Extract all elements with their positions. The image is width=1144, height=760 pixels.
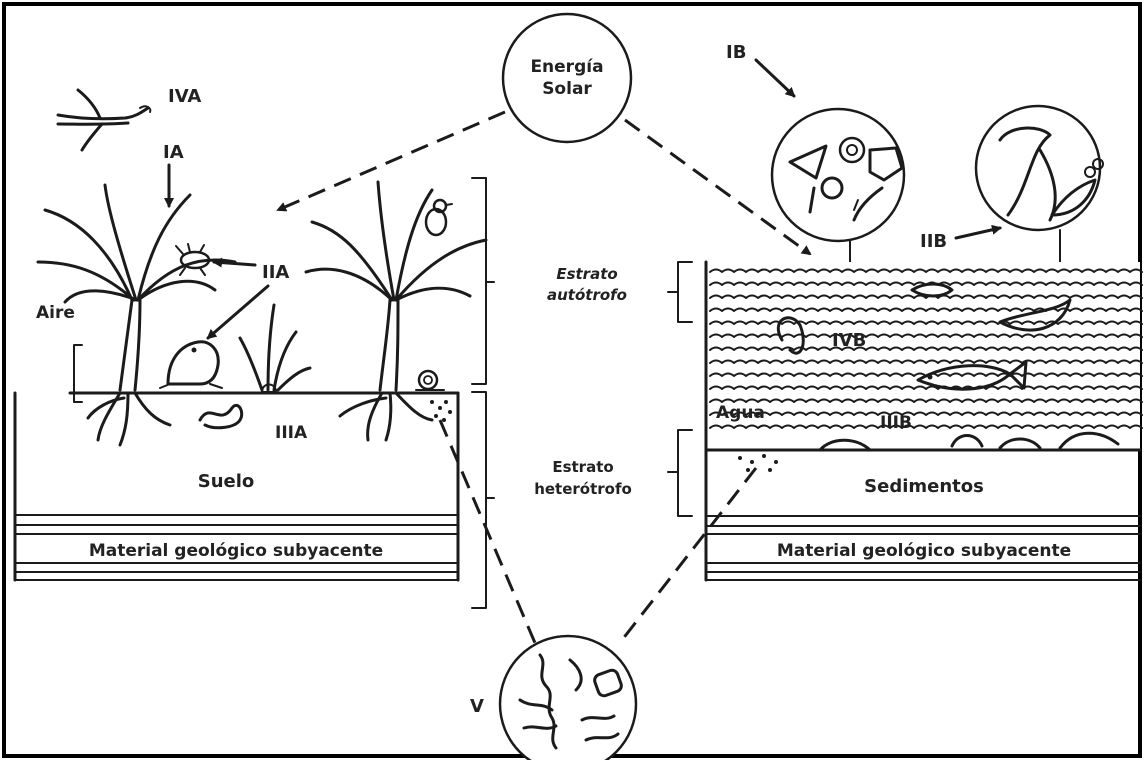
label-material-left: Material geológico subyacente (89, 541, 383, 561)
label-material-right: Material geológico subyacente (777, 541, 1071, 561)
iia-arrow-frog (208, 286, 268, 338)
strata-brackets (472, 178, 692, 608)
label-heterotrofo-line1: Estrato (552, 458, 613, 476)
label-autotrofo-line2: autótrofo (547, 286, 627, 304)
decomposer-circle (500, 636, 636, 760)
label-suelo: Suelo (198, 471, 255, 492)
small-bird-icon (426, 200, 452, 235)
iib-arrow (956, 228, 1000, 238)
solar-energy-label-line1: Energía (530, 57, 603, 77)
label-iiia: IIIA (275, 423, 308, 443)
bird-icon (58, 90, 150, 150)
sediment-microbe-dots (738, 454, 778, 472)
macrophyte-circle (976, 106, 1103, 230)
iia-arrow-insect (214, 262, 255, 265)
label-v: V (470, 696, 484, 717)
label-iib: IIB (920, 231, 947, 252)
label-sedimentos: Sedimentos (864, 476, 984, 497)
snail-icon (416, 371, 444, 390)
label-ivb: IVB (832, 330, 866, 351)
solar-energy-circle: Energía Solar (503, 14, 631, 142)
label-iiib: IIIB (880, 413, 912, 433)
ib-arrow (756, 60, 794, 96)
solar-energy-label-line2: Solar (542, 79, 592, 99)
aquatic-panel: IB IIB (706, 42, 1142, 580)
label-ib: IB (726, 42, 746, 63)
label-iva: IVA (168, 86, 201, 107)
worm-icon (200, 405, 242, 427)
label-aire: Aire (36, 303, 75, 323)
label-autotrofo-line1: Estrato (556, 265, 617, 283)
label-heterotrofo-line2: heterótrofo (534, 480, 632, 498)
roots (88, 393, 432, 445)
label-iia: IIA (262, 262, 289, 283)
terrestrial-panel: IVA IA IIA Aire (15, 86, 486, 580)
grass-tuft (240, 305, 310, 392)
plant-left (38, 185, 235, 390)
phytoplankton-circle (772, 109, 904, 241)
frog-icon (160, 342, 222, 388)
water-body (706, 262, 1140, 450)
soil-microbe-dots (430, 400, 452, 422)
sun-to-land-arrow (278, 112, 505, 210)
label-agua: Agua (716, 403, 765, 423)
label-ia: IA (163, 142, 184, 163)
plant-right (306, 182, 486, 390)
